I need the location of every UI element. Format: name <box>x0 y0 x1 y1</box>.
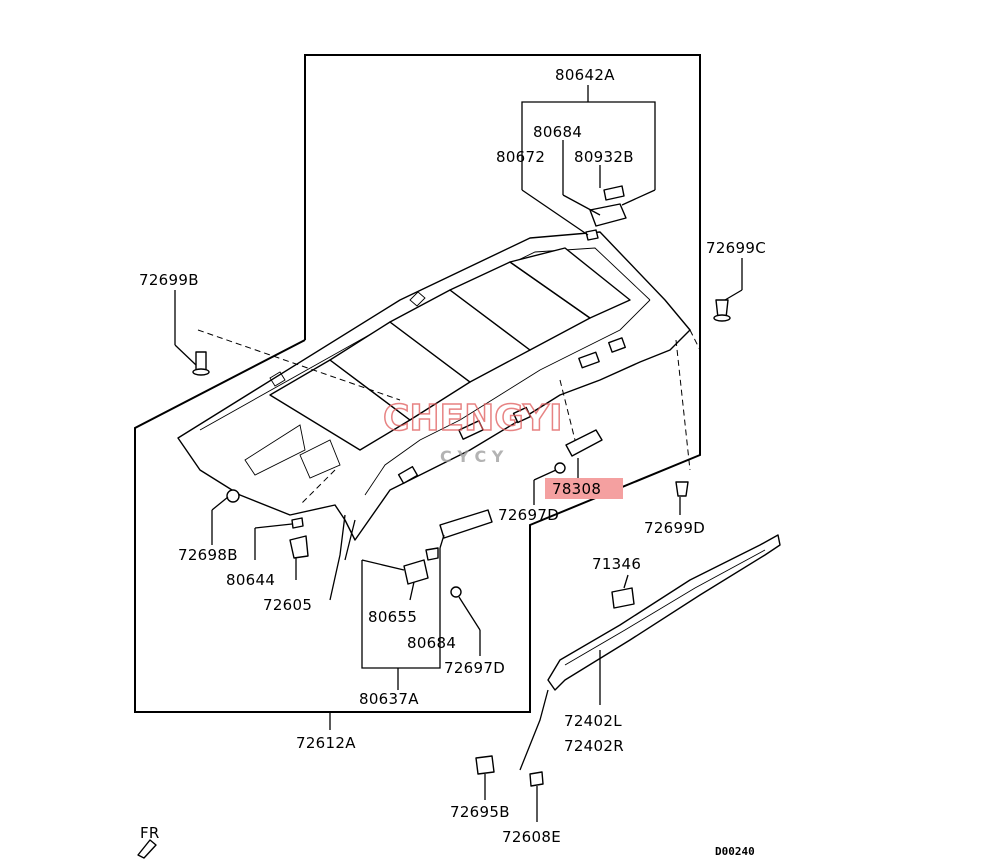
leader-lines <box>174 85 743 822</box>
reference-lines <box>197 329 701 506</box>
part-labels: 80642A 80684 80672 80932B 72699C 72699B … <box>139 66 766 858</box>
label-80637A: 80637A <box>359 690 419 708</box>
label-72402L: 72402L <box>564 712 622 730</box>
headlining-panel <box>177 231 691 601</box>
label-80684-top: 80684 <box>533 123 582 141</box>
assembly-frame <box>134 54 701 713</box>
label-80932B: 80932B <box>574 148 634 166</box>
label-72699D: 72699D <box>644 519 705 537</box>
label-72698B: 72698B <box>178 546 238 564</box>
label-72402R: 72402R <box>564 737 624 755</box>
label-80684-bottom: 80684 <box>407 634 456 652</box>
label-72695B: 72695B <box>450 803 510 821</box>
label-72605: 72605 <box>263 596 312 614</box>
label-80672: 80672 <box>496 148 545 166</box>
watermark: CHENGYI C Y C Y <box>382 397 563 466</box>
label-72608E: 72608E <box>502 828 561 846</box>
watermark-sub: C Y C Y <box>440 447 504 466</box>
label-72697D-a: 72697D <box>498 506 559 524</box>
label-fr: FR <box>140 824 160 842</box>
label-72699C: 72699C <box>706 239 766 257</box>
label-72612A: 72612A <box>296 734 356 752</box>
label-72697D-b: 72697D <box>444 659 505 677</box>
label-80655: 80655 <box>368 608 417 626</box>
small-parts <box>137 185 781 859</box>
label-72699B: 72699B <box>139 271 199 289</box>
highlight-78308 <box>545 478 623 499</box>
label-80644: 80644 <box>226 571 275 589</box>
label-80642A: 80642A <box>555 66 615 84</box>
diagram-code: D00240 <box>715 845 755 858</box>
label-71346: 71346 <box>592 555 641 573</box>
watermark-main: CHENGYI <box>383 398 563 439</box>
label-78308: 78308 <box>552 480 601 498</box>
